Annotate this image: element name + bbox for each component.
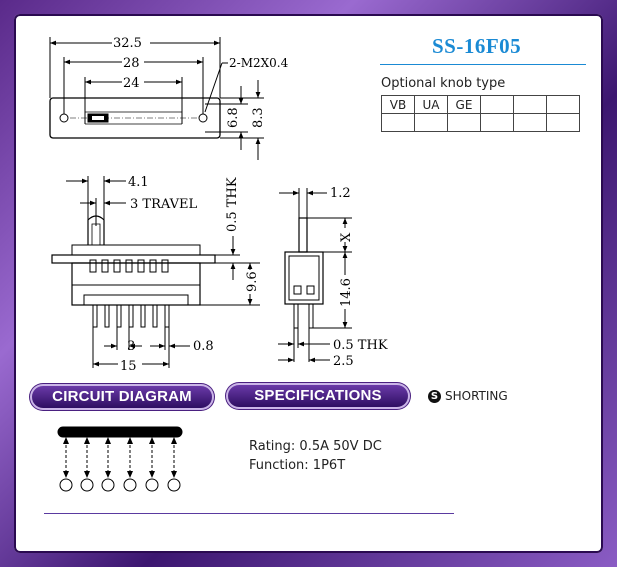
shorting-icon: S	[428, 389, 441, 403]
front-view	[51, 176, 260, 368]
dim-height-inner: 6.8	[226, 107, 241, 128]
model-underline	[380, 64, 586, 65]
knob-type-row: VB UA GE	[381, 95, 580, 114]
knob-type-cell	[546, 113, 580, 132]
common-bar	[57, 426, 183, 438]
top-view-labels: 32.5 28 24 2-M2X0.4 6.8 8.3	[112, 35, 289, 128]
terminal-5	[145, 478, 159, 492]
shorting-text: SHORTING	[445, 389, 508, 403]
dim-body-height: 9.6	[245, 271, 260, 292]
knob-type-cell	[480, 113, 514, 132]
dim-pin-thickness: 0.5 THK	[333, 338, 388, 353]
knob-type-cell: UA	[414, 95, 448, 114]
knob-type-cell: GE	[447, 95, 481, 114]
dim-actuator: 4.1	[128, 175, 149, 190]
knob-type-cell	[480, 95, 514, 114]
specifications-heading: SPECIFICATIONS	[228, 385, 408, 407]
knob-type-table: VB UA GE	[381, 95, 580, 132]
terminal-6	[167, 478, 181, 492]
dim-actuator-width: 1.2	[330, 186, 351, 201]
dim-pin-span: 15	[120, 359, 137, 374]
circuit-diagram-heading: CIRCUIT DIAGRAM	[32, 386, 212, 408]
side-view-labels: 1.2 X 14.6 0.5 THK 2.5	[330, 186, 388, 369]
bottom-divider	[44, 513, 454, 514]
knob-type-cell	[447, 113, 481, 132]
dim-slot: 24	[123, 76, 140, 91]
knob-type-row	[381, 113, 580, 132]
knob-type-cell	[513, 95, 547, 114]
terminal-2	[80, 478, 94, 492]
front-view-labels: 4.1 3 TRAVEL 0.5 THK 9.6 3 0.8 15	[118, 175, 260, 374]
dim-travel: 3 TRAVEL	[130, 197, 197, 212]
knob-type-cell	[381, 113, 415, 132]
spec-rating: Rating: 0.5A 50V DC	[249, 439, 382, 454]
model-number: SS-16F05	[432, 34, 522, 58]
knob-type-cell	[414, 113, 448, 132]
terminal-4	[123, 478, 137, 492]
dim-hole-spacing: 28	[123, 56, 140, 71]
knob-type-cell	[546, 95, 580, 114]
side-view	[278, 188, 352, 363]
dim-overall: 32.5	[113, 36, 142, 51]
circuit-diagram	[57, 426, 183, 492]
shorting-label: S SHORTING	[428, 389, 508, 403]
spec-function: Function: 1P6T	[249, 458, 346, 473]
knob-type-title: Optional knob type	[381, 76, 506, 91]
dim-pin-width: 0.8	[193, 339, 214, 354]
dim-pin-spacing: 2.5	[333, 354, 354, 369]
dim-mount-holes: 2-M2X0.4	[229, 56, 289, 70]
dim-total-height: 14.6	[339, 278, 354, 307]
knob-type-cell	[513, 113, 547, 132]
dim-thickness: 0.5 THK	[225, 177, 240, 232]
dim-pin-pitch: 3	[127, 339, 135, 354]
terminal-3	[101, 478, 115, 492]
knob-type-cell: VB	[381, 95, 415, 114]
terminal-1	[59, 478, 73, 492]
dim-height-outer: 8.3	[251, 107, 266, 128]
dim-actuator-height: X	[339, 232, 354, 242]
